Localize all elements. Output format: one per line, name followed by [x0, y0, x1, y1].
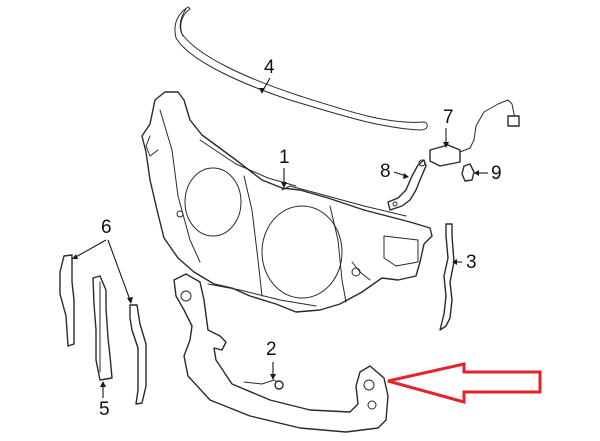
callout-2: 2 — [266, 339, 277, 360]
leader-lines — [72, 77, 488, 398]
lower-support-bracket — [173, 273, 389, 433]
retaining-clip — [461, 163, 475, 182]
side-deflector-right — [129, 304, 147, 405]
radiator-support-frame — [141, 91, 433, 313]
callout-1: 1 — [279, 147, 290, 168]
callout-6: 6 — [101, 217, 112, 238]
callout-5: 5 — [99, 399, 110, 420]
right-side-bracket — [439, 223, 455, 331]
callout-7: 7 — [443, 107, 454, 128]
center-deflector — [92, 275, 113, 381]
callout-8: 8 — [380, 161, 391, 182]
hood-latch-sensor-connector — [429, 99, 520, 167]
callout-9: 9 — [491, 163, 502, 184]
upper-seal-strip — [174, 6, 428, 131]
small-bracket — [387, 159, 427, 211]
red-highlight-arrow — [387, 362, 542, 404]
callout-3: 3 — [466, 252, 477, 273]
callout-4: 4 — [264, 57, 275, 78]
side-deflector-left — [59, 254, 75, 347]
